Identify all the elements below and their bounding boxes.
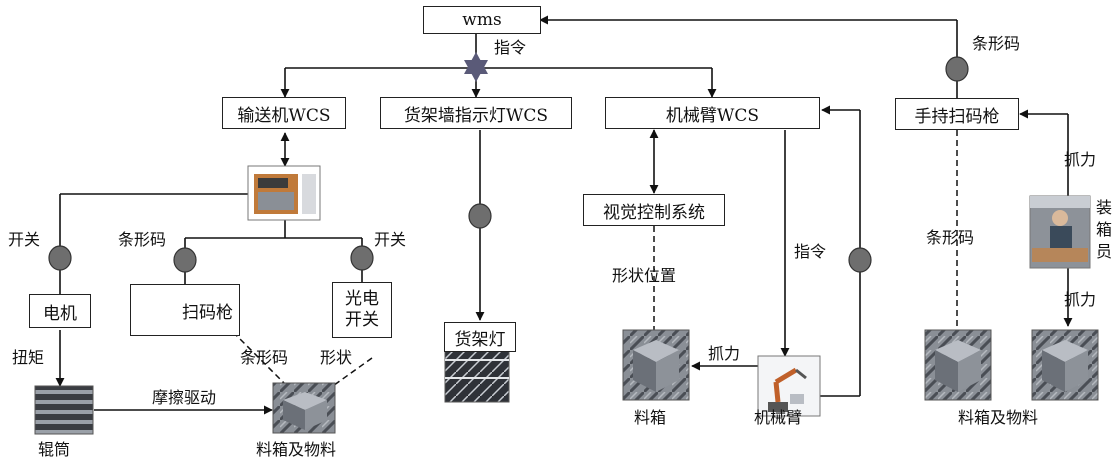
photo-switch-label-1: 光电 bbox=[345, 289, 379, 310]
label-bin: 料箱 bbox=[634, 410, 666, 426]
label-grab-arm: 抓力 bbox=[708, 346, 740, 362]
label-robot-arm: 机械臂 bbox=[754, 410, 802, 426]
bin-material-left-image bbox=[273, 383, 335, 433]
photo-switch-box: 光电 开关 bbox=[332, 282, 392, 338]
label-switch-right: 开关 bbox=[374, 232, 406, 248]
scan-gun-box: 扫码枪 bbox=[130, 284, 240, 336]
shelf-light-box: 货架灯 bbox=[444, 322, 516, 352]
label-barcode-top: 条形码 bbox=[972, 36, 1020, 52]
bin-material-right-a-image bbox=[925, 330, 991, 400]
packer-worker-image bbox=[1030, 196, 1090, 268]
motor-label: 电机 bbox=[43, 299, 77, 324]
label-cut-2: 箱 bbox=[1096, 222, 1112, 238]
bin-image bbox=[623, 330, 689, 400]
label-grab-right-top: 抓力 bbox=[1064, 152, 1096, 168]
label-bin-material-left: 料箱及物料 bbox=[256, 442, 336, 458]
wms-label: wms bbox=[462, 10, 501, 30]
roller-image bbox=[35, 386, 93, 434]
shelf-light-label: 货架灯 bbox=[455, 325, 506, 350]
port-switch-right bbox=[351, 246, 373, 270]
label-command-arm: 指令 bbox=[794, 244, 826, 260]
hub-star-icon bbox=[464, 52, 488, 82]
connectors bbox=[60, 20, 1068, 410]
shelf-light-image bbox=[445, 346, 509, 402]
port-barcode-mid bbox=[174, 248, 196, 272]
label-grab-right-bottom: 抓力 bbox=[1064, 292, 1096, 308]
vision-system-box: 视觉控制系统 bbox=[583, 194, 725, 226]
bin-material-right-b-image bbox=[1032, 330, 1098, 400]
label-barcode-lower: 条形码 bbox=[240, 350, 288, 366]
motor-box: 电机 bbox=[29, 294, 91, 328]
vision-system-label: 视觉控制系统 bbox=[603, 198, 705, 223]
handheld-scanner-box: 手持扫码枪 bbox=[895, 98, 1019, 130]
label-roller: 辊筒 bbox=[38, 442, 70, 458]
label-cut-3: 员 bbox=[1096, 244, 1112, 260]
shelf-light-wcs-label: 货架墙指示灯WCS bbox=[404, 101, 548, 126]
shelf-light-wcs-box: 货架墙指示灯WCS bbox=[380, 97, 572, 129]
arm-wcs-label: 机械臂WCS bbox=[666, 101, 759, 126]
robot-arm-image bbox=[758, 356, 820, 416]
label-switch-left: 开关 bbox=[8, 232, 40, 248]
label-shape-position: 形状位置 bbox=[612, 268, 676, 284]
label-bin-material-right: 料箱及物料 bbox=[958, 410, 1038, 426]
port-switch-left bbox=[49, 246, 71, 270]
label-shape: 形状 bbox=[320, 350, 352, 366]
port-shelf-light bbox=[469, 204, 491, 228]
label-barcode-mid: 条形码 bbox=[118, 232, 166, 248]
wms-box: wms bbox=[423, 6, 541, 34]
conveyor-wcs-box: 输送机WCS bbox=[222, 97, 346, 129]
label-barcode-right: 条形码 bbox=[926, 230, 974, 246]
arm-wcs-box: 机械臂WCS bbox=[605, 97, 820, 129]
port-markers bbox=[49, 57, 968, 272]
label-torque: 扭矩 bbox=[12, 350, 44, 366]
controller-device-image bbox=[248, 166, 320, 220]
conveyor-wcs-label: 输送机WCS bbox=[237, 101, 330, 126]
label-command-top: 指令 bbox=[494, 40, 526, 56]
label-friction-drive: 摩擦驱动 bbox=[152, 390, 216, 406]
handheld-scanner-label: 手持扫码枪 bbox=[915, 102, 1000, 127]
scan-gun-label: 扫码枪 bbox=[182, 298, 233, 323]
photo-switch-label-2: 开关 bbox=[345, 310, 379, 331]
port-arm-feedback bbox=[849, 248, 871, 272]
label-cut-1: 装 bbox=[1096, 200, 1112, 216]
port-barcode-top bbox=[946, 57, 968, 81]
